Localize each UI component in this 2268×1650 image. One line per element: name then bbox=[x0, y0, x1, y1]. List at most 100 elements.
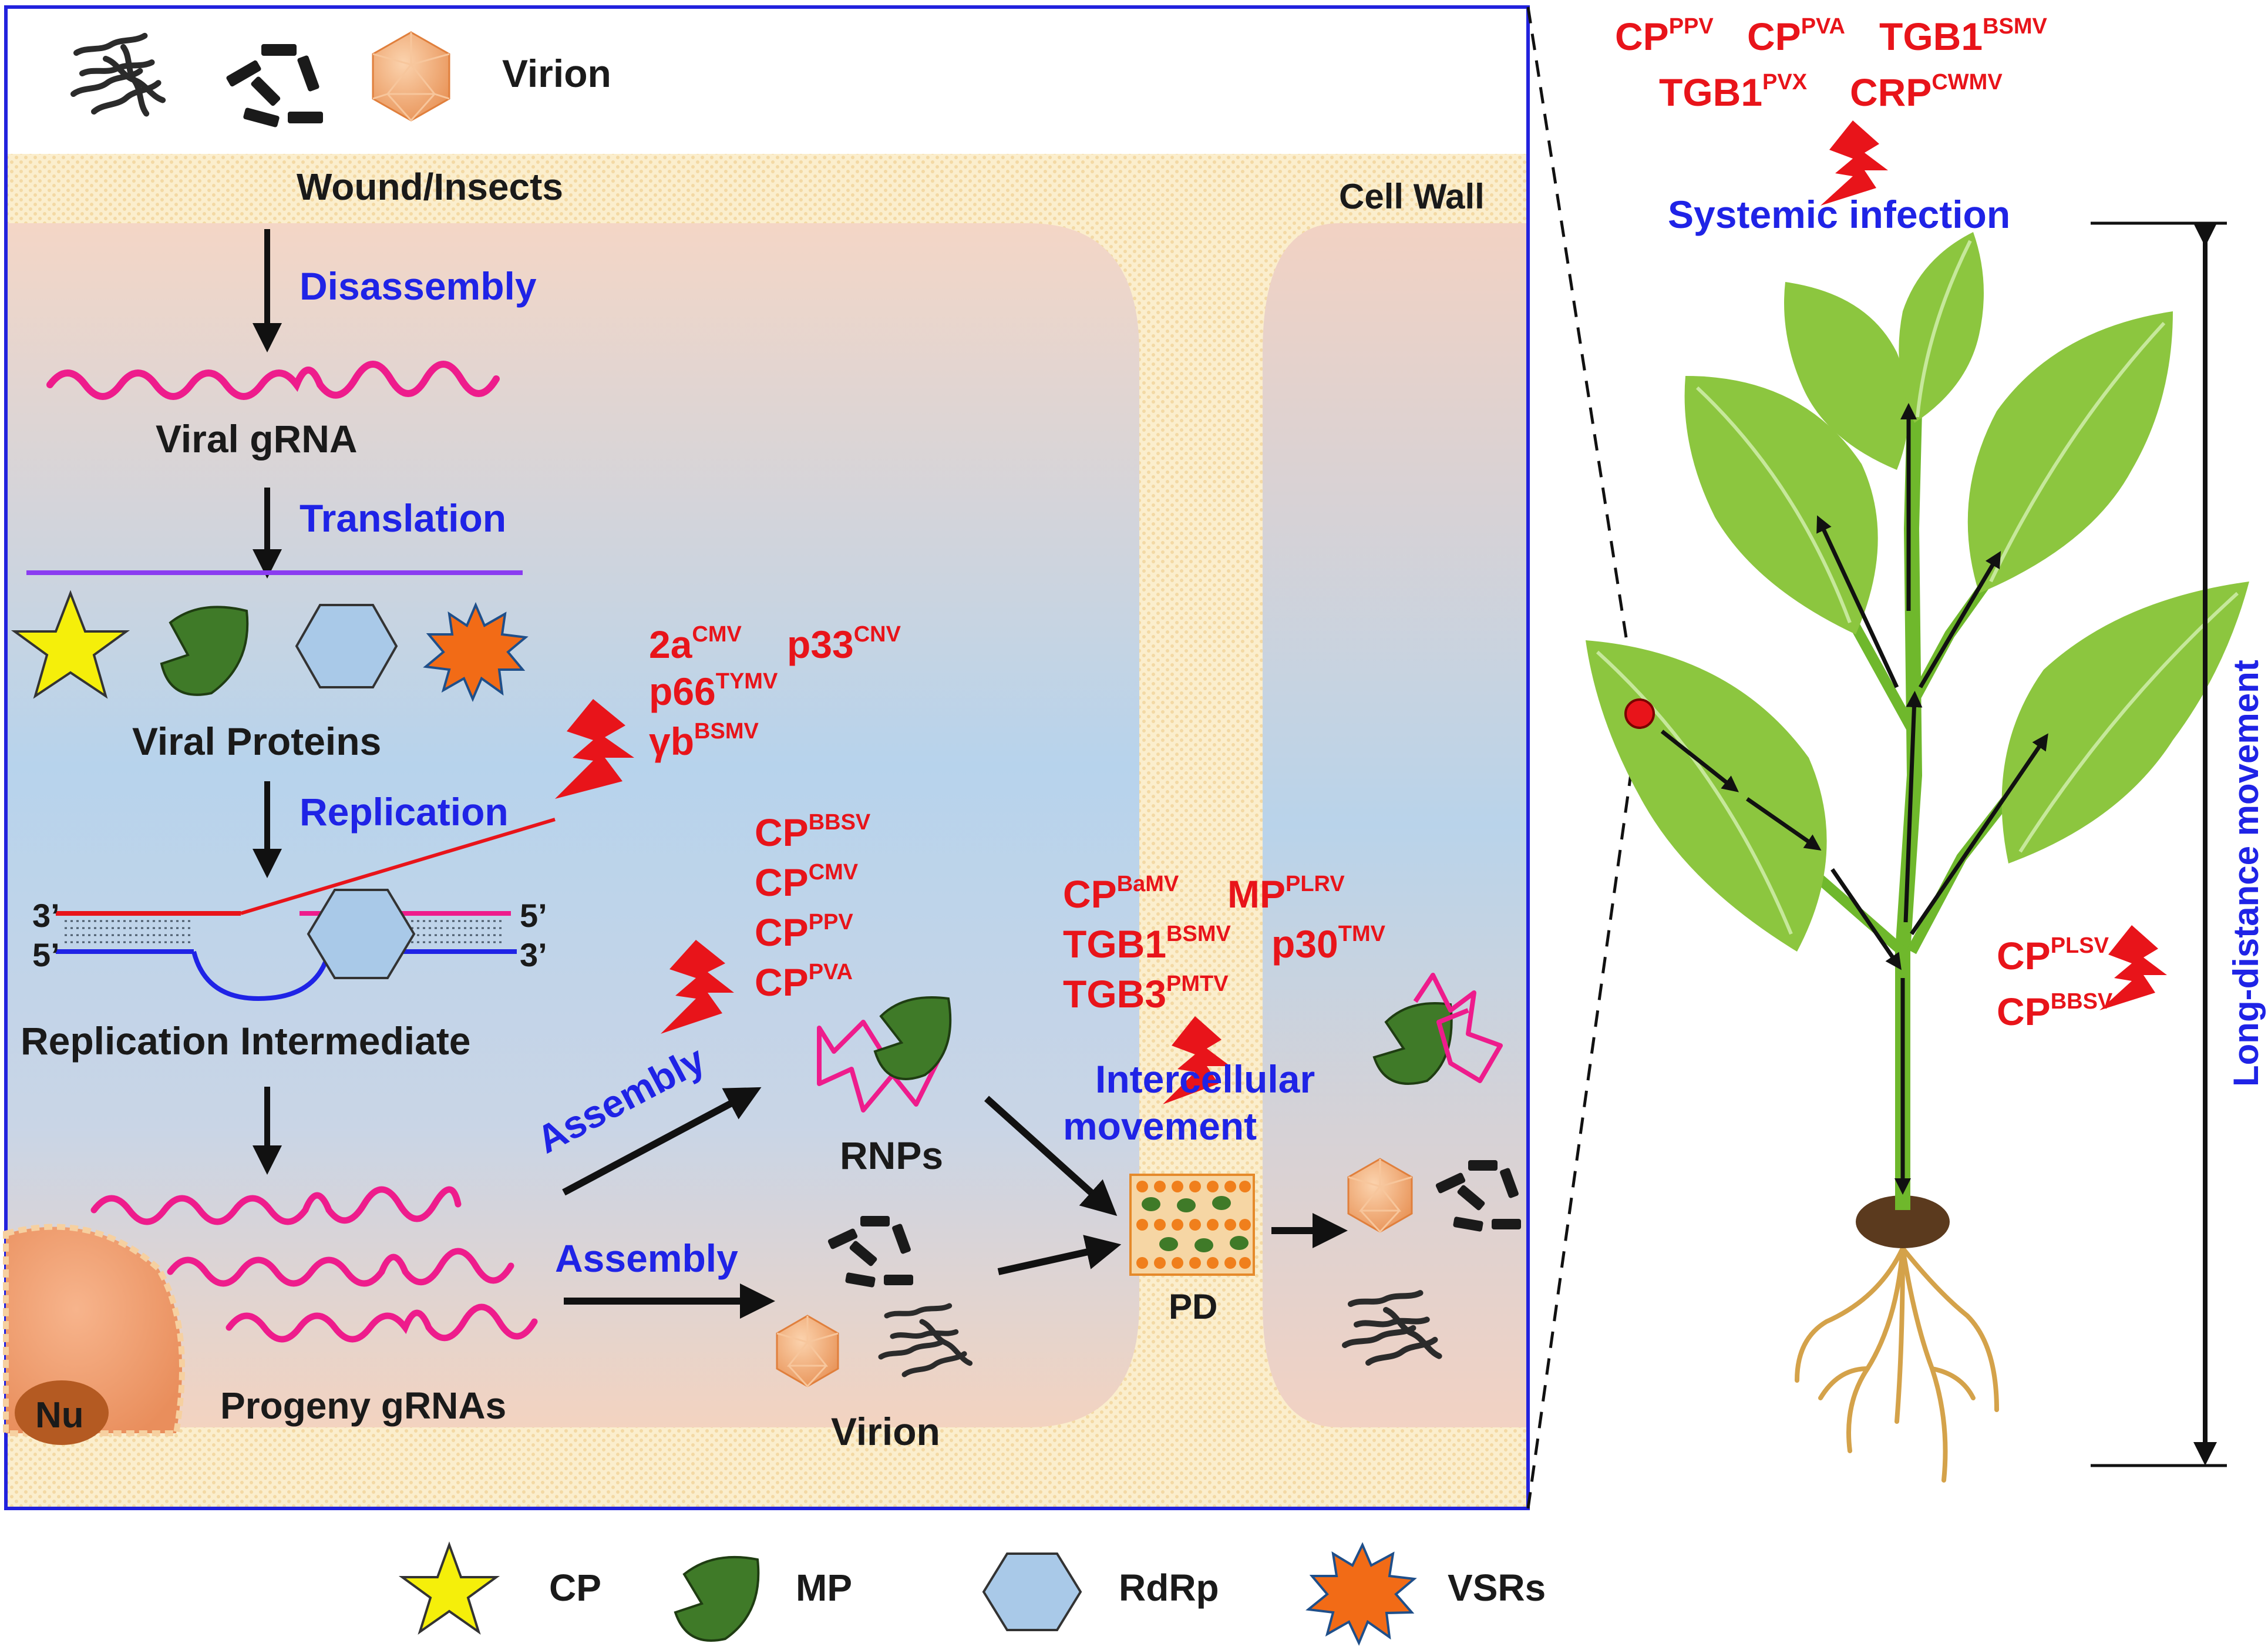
legend-rdrp-label: RdRp bbox=[1119, 1567, 1219, 1609]
leaf-right-upper bbox=[1967, 311, 2173, 593]
intercellular-label-2: movement bbox=[1063, 1104, 1257, 1148]
factor-cp-ppv-systemic: CPPPV bbox=[1615, 14, 1714, 58]
mp-leaf-icon bbox=[160, 606, 249, 696]
long-distance-label: Long-distance movement bbox=[2226, 660, 2266, 1087]
lightning-assembly-icon bbox=[661, 940, 734, 1034]
long-distance-scale: Long-distance movement bbox=[2091, 221, 2266, 1467]
translation-label: Translation bbox=[300, 496, 506, 540]
viral-proteins-label: Viral Proteins bbox=[132, 720, 381, 763]
disassembly-label: Disassembly bbox=[300, 264, 537, 308]
arrow-virion-to-pd bbox=[997, 1235, 1122, 1275]
rdrp-on-template-icon bbox=[307, 889, 416, 979]
rnps-label: RNPs bbox=[840, 1134, 943, 1177]
replication-label: Replication bbox=[300, 790, 509, 834]
factor-tgb1-bsmv-systemic: TGB1BSMV bbox=[1879, 14, 2047, 58]
infection-point-icon bbox=[1624, 698, 1655, 729]
lightning-replication-icon bbox=[555, 699, 634, 799]
leaf-left-lower bbox=[1586, 640, 1827, 952]
plant-movement-arrows bbox=[1660, 403, 2048, 1195]
right-cell bbox=[1263, 223, 1528, 1427]
replication-intermediate-label: Replication Intermediate bbox=[21, 1019, 471, 1063]
cell-wall-label: Cell Wall bbox=[1339, 177, 1485, 216]
left-cell bbox=[6, 223, 1139, 1427]
systemic-infection-label: Systemic infection bbox=[1668, 193, 2010, 236]
legend-vsrs-label: VSRs bbox=[1448, 1567, 1546, 1609]
factor-tgb1-pvx-systemic: TGB1PVX bbox=[1659, 70, 1808, 114]
viral-grna-strand bbox=[46, 361, 500, 400]
zoom-line-bottom bbox=[1526, 719, 1640, 1509]
systemic-factors: CPPPV CPPVA TGB1BSMV TGB1PVX CRPCWMV bbox=[1615, 14, 2047, 206]
factor-cp-plsv: CPPLSV bbox=[1997, 933, 2109, 977]
lightning-long-distance-icon bbox=[2099, 925, 2167, 1010]
intercellular-label-1: Intercellular bbox=[1095, 1057, 1315, 1101]
factor-cp-pva: CPPVA bbox=[755, 960, 853, 1004]
factor-p66-tymv: p66TYMV bbox=[649, 669, 778, 713]
lightning-movement-icon bbox=[1163, 1016, 1230, 1104]
progeny-grnas-label: Progeny gRNAs bbox=[220, 1384, 506, 1427]
factor-yb-bsmv: γbBSMV bbox=[649, 719, 759, 763]
legend-item-mp: MP bbox=[674, 1555, 852, 1642]
virion-icons-top: Virion bbox=[73, 32, 611, 127]
virion-bottom-label: Virion bbox=[831, 1410, 940, 1453]
plant-seed bbox=[1856, 1195, 1950, 1248]
legend-item-rdrp: RdRp bbox=[982, 1552, 1219, 1631]
movement-factors: CPBaMV MPPLRV TGB1BSMV p30TMV TGB3PMTV bbox=[1063, 872, 1386, 1104]
strand-label-3-bottom: 3’ bbox=[520, 936, 547, 973]
cell-panel bbox=[4, 5, 1530, 1510]
strand-label-3-top: 3’ bbox=[32, 897, 60, 934]
replication-factors: 2aCMV p33CNV p66TYMV γbBSMV bbox=[555, 622, 901, 799]
legend-item-cp: CP bbox=[398, 1541, 601, 1635]
factor-p30-tmv: p30TMV bbox=[1271, 922, 1386, 966]
pd-label: PD bbox=[1169, 1287, 1217, 1326]
neighbor-icosahedral-icon bbox=[1347, 1158, 1413, 1234]
wound-label: Wound/Insects bbox=[297, 166, 563, 208]
neighbor-cell-contents bbox=[1345, 973, 1521, 1365]
zoom-line-top bbox=[1526, 6, 1640, 717]
legend-item-vsrs: VSRs bbox=[1305, 1542, 1546, 1646]
factor-p33-cnv: p33CNV bbox=[787, 622, 901, 666]
nucleus: Nu bbox=[3, 1224, 185, 1445]
legend-mp-leaf-icon bbox=[674, 1555, 760, 1642]
lightning-systemic-icon bbox=[1821, 120, 1888, 206]
legend-cp-label: CP bbox=[549, 1567, 601, 1609]
progeny-bacilliform-icon bbox=[827, 1216, 913, 1288]
viral-proteins bbox=[11, 590, 529, 703]
factor-2a-cmv: 2aCMV bbox=[649, 622, 742, 666]
assembly-virion-label: Assembly bbox=[555, 1236, 738, 1280]
factor-cp-ppv: CPPPV bbox=[755, 910, 853, 954]
factor-cp-pva-systemic: CPPVA bbox=[1747, 14, 1845, 58]
strand-label-5-bottom: 5’ bbox=[32, 936, 60, 973]
factor-cp-bamv: CPBaMV bbox=[1063, 872, 1179, 916]
arrow-rnp-to-pd bbox=[984, 1095, 1118, 1217]
viral-grna-label: Viral gRNA bbox=[156, 417, 358, 461]
replication-intermediate: 3’ 5’ 5’ 3’ bbox=[32, 818, 556, 1002]
cell-panel-frame bbox=[4, 5, 1530, 1510]
plant bbox=[1586, 232, 2249, 1483]
neighbor-rnp-icon bbox=[1372, 973, 1503, 1085]
long-distance-factors: CPPLSV CPBBSV bbox=[1997, 925, 2167, 1033]
factor-tgb3-pmtv: TGB3PMTV bbox=[1063, 972, 1229, 1016]
bacilliform-virion-icon bbox=[226, 44, 323, 127]
legend-burst-icon bbox=[1305, 1542, 1417, 1646]
replication-callout-line bbox=[240, 818, 556, 915]
leaf-right-lower bbox=[2001, 582, 2249, 863]
rnp-complex-icon bbox=[817, 996, 952, 1113]
arrow-assembly-rnp bbox=[562, 1087, 762, 1196]
replication-cycle: Wound/Insects Cell Wall Disassembly Vira… bbox=[3, 166, 1485, 1445]
factor-mp-plrv: MPPLRV bbox=[1227, 872, 1345, 916]
rdrp-hexagon-icon bbox=[295, 604, 398, 688]
factor-tgb1-bsmv: TGB1BSMV bbox=[1063, 922, 1231, 966]
legend-star-icon bbox=[398, 1541, 500, 1635]
legend: CP MP RdRp VSRs bbox=[398, 1541, 1546, 1646]
plant-roots bbox=[1795, 1246, 1999, 1483]
vsr-burst-icon bbox=[423, 601, 529, 703]
plasmodesmata: PD bbox=[1129, 1174, 1348, 1326]
neighbor-bacilliform-icon bbox=[1435, 1160, 1521, 1232]
virion-label-top: Virion bbox=[502, 52, 611, 95]
legend-hexagon-icon bbox=[982, 1552, 1082, 1631]
leaf-top-left bbox=[1784, 282, 1909, 470]
legend-mp-label: MP bbox=[796, 1567, 852, 1609]
cp-star-icon bbox=[11, 590, 130, 699]
